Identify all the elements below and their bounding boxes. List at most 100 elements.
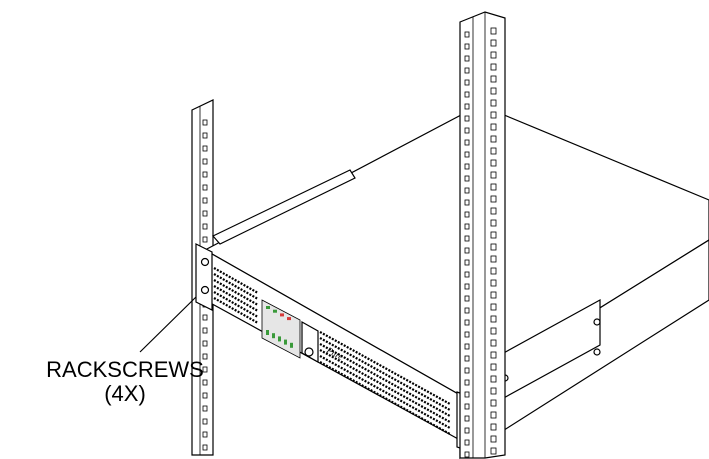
rail-hole <box>490 195 497 203</box>
status-led <box>266 306 270 309</box>
rail-hole <box>490 399 497 407</box>
rail-hole <box>490 51 497 59</box>
status-led <box>273 309 277 313</box>
rail-hole <box>202 418 208 425</box>
rail-hole <box>490 183 497 191</box>
vent-row <box>213 267 259 294</box>
rail-hole <box>490 147 497 155</box>
rail-hole <box>464 115 470 122</box>
rail-hole <box>490 267 497 275</box>
status-led <box>280 313 284 317</box>
rail-hole <box>464 391 470 398</box>
rail-hole <box>202 197 208 204</box>
rail-hole <box>464 343 470 350</box>
status-led <box>284 339 287 345</box>
rail-hole <box>464 295 470 302</box>
rail-hole <box>202 158 208 165</box>
rail-hole <box>490 423 497 431</box>
rail-hole <box>490 315 497 323</box>
vent-row <box>213 291 259 318</box>
chassis <box>203 104 709 459</box>
rack-screw-1 <box>200 257 210 267</box>
vent-row <box>319 343 451 417</box>
rail-hole <box>464 91 470 98</box>
rail-hole <box>464 307 470 314</box>
rail-hole <box>490 411 497 419</box>
rail-hole <box>490 159 497 167</box>
rail-hole <box>490 27 497 35</box>
callout-leader-line <box>139 296 197 353</box>
rail-hole <box>202 132 208 139</box>
rail-hole <box>202 340 208 347</box>
rail-hole <box>490 291 497 299</box>
vent-row <box>319 331 451 405</box>
rail-hole <box>464 55 470 62</box>
vent-row <box>213 297 259 324</box>
rail-hole <box>464 259 470 266</box>
rail-hole <box>464 223 470 230</box>
status-led <box>272 333 275 339</box>
status-led <box>290 342 293 348</box>
rail-hole <box>202 405 208 412</box>
rail-hole <box>490 351 497 359</box>
rail-hole <box>464 31 470 38</box>
rail-hole <box>464 367 470 374</box>
status-led <box>287 317 291 321</box>
rail-hole <box>202 392 208 399</box>
rail-hole <box>490 243 497 251</box>
rail-hole <box>464 403 470 410</box>
rail-hole <box>202 119 208 126</box>
rail-hole <box>490 99 497 107</box>
rail-hole <box>464 163 470 170</box>
rail-hole <box>464 79 470 86</box>
rail-hole <box>490 387 497 395</box>
rail-hole <box>464 67 470 74</box>
rail-hole <box>464 235 470 242</box>
callout-label: RACKSCREWS <box>46 357 204 382</box>
rail-hole <box>464 319 470 326</box>
rail-hole <box>464 379 470 386</box>
rail-hole <box>202 171 208 178</box>
rail-hole <box>464 271 470 278</box>
vent-row <box>319 361 451 435</box>
control-module <box>301 320 319 364</box>
rail-hole <box>490 375 497 383</box>
rail-hole <box>490 111 497 119</box>
rail-hole <box>202 236 208 243</box>
rail-hole <box>490 87 497 95</box>
rail-hole <box>490 39 497 47</box>
rail-hole <box>490 219 497 227</box>
rail-hole <box>490 123 497 131</box>
rail-hole <box>202 223 208 230</box>
status-led <box>266 330 269 335</box>
rail-hole <box>202 444 208 451</box>
vent-row <box>213 279 259 306</box>
vent-row <box>213 273 259 300</box>
rail-hole <box>490 279 497 287</box>
rail-hole <box>464 355 470 362</box>
rail-hole <box>490 303 497 311</box>
rail-hole <box>464 331 470 338</box>
rail-hole <box>464 439 470 446</box>
rail-hole <box>464 139 470 146</box>
rail-hole <box>490 435 497 443</box>
rail-hole <box>202 327 208 334</box>
rail-hole <box>464 127 470 134</box>
rail-hole <box>464 103 470 110</box>
power-button-icon <box>304 347 314 357</box>
rail-hole <box>464 451 470 458</box>
rail-hole <box>464 187 470 194</box>
rail-hole <box>464 43 470 50</box>
vent-row <box>319 349 451 423</box>
rail-hole <box>464 283 470 290</box>
rail-hole <box>202 184 208 191</box>
vent-row <box>213 285 259 312</box>
rail-hole <box>490 231 497 239</box>
rack-screw-2 <box>200 285 210 295</box>
rail-hole <box>202 431 208 438</box>
rail-hole <box>202 314 208 321</box>
rail-hole <box>202 379 208 386</box>
vent-row <box>319 337 451 411</box>
rail-hole <box>490 339 497 347</box>
